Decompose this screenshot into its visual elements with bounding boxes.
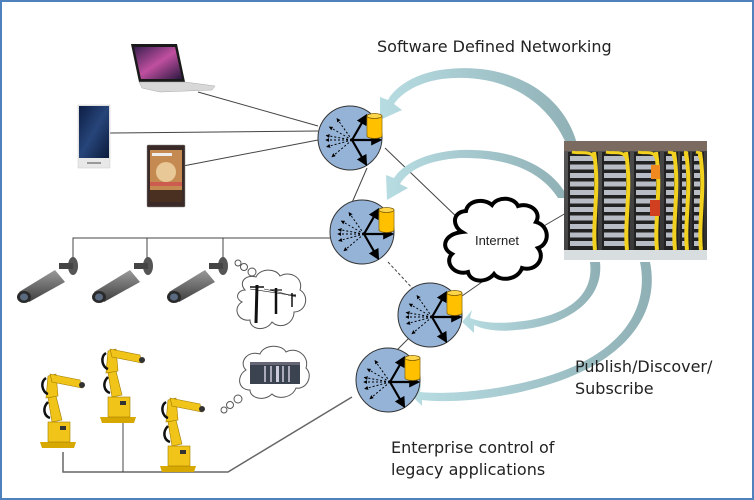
link-switch2-switch3 [387,261,415,291]
internet-cloud[interactable]: Internet [443,196,549,283]
link-tablet-switch1 [182,139,319,167]
publish-label-line-1: Publish/Discover/ [575,357,713,376]
flow-arrow [369,381,391,400]
flow-arrow [416,295,433,318]
flow-arrow [340,220,365,235]
flow-arrow [363,376,391,383]
flow-arrow [331,139,353,158]
storage-cylinder-icon [366,113,383,139]
publish-discover-label: Publish/Discover/ Subscribe [575,356,712,400]
flow-arrow [406,316,433,325]
industrial-robot-2-icon [100,348,145,423]
sdn-switch-4[interactable] [355,347,421,413]
flow-arrow [336,118,353,141]
link-switch1-internet [384,147,463,223]
server-rack [568,150,599,251]
storage-cylinder-icon [446,290,463,316]
sdn-control-arrows [380,68,652,406]
industrial-robot-1-icon [40,373,85,448]
tablet-icon [146,144,186,208]
forward-arrow [431,290,448,318]
flow-arrow [338,233,365,242]
security-camera-1-icon [17,257,78,303]
equipment-cart [650,200,660,216]
industrial-robot-3-icon [160,397,205,472]
camera-bus [72,237,330,262]
sdn-switch-3[interactable] [397,282,463,348]
sdn-switch-2[interactable] [329,199,395,265]
cable-bundle [651,165,660,179]
publish-label-line-2: Subscribe [575,379,654,398]
flow-arrow [408,303,433,318]
link-switch1-switch2 [350,167,368,206]
enterprise-control-label: Enterprise control of legacy application… [391,437,554,481]
forward-arrow [351,113,368,141]
sdn-switch-1[interactable] [317,105,383,171]
flow-arrow [411,316,433,335]
flow-arrow [405,311,433,318]
server-rack [692,150,705,251]
control-arrow-1 [380,68,578,148]
flow-arrow [326,139,353,148]
flow-arrow [364,381,391,390]
internet-label: Internet [475,233,519,248]
server-rack [602,150,631,251]
flow-arrow [337,228,365,235]
control-arrow-3 [462,262,601,333]
security-camera-2-icon [92,257,153,303]
flow-arrow [343,233,365,252]
thought-bubble-power-lines [234,259,307,329]
datacenter-icon [564,141,707,260]
forward-arrow [363,207,380,235]
flow-arrow [374,360,391,383]
server-rack [680,150,691,251]
link-phone-switch1 [109,130,319,134]
smartphone-icon [77,104,111,169]
industrial-robots [40,348,205,472]
power-lines-icon [249,284,297,324]
security-camera-3-icon [167,257,228,303]
storage-cylinder-icon [378,207,395,233]
sdn-switches [317,105,463,413]
diagram-title: Software Defined Networking [377,37,612,56]
robot-bus [62,396,353,473]
forward-arrow [431,316,448,344]
internet-cloud-shape [443,196,549,283]
enterprise-label-line-2: legacy applications [391,460,546,479]
thought-bubble-plc [220,345,310,414]
enterprise-label-line-1: Enterprise control of [391,438,555,457]
forward-arrow [389,355,406,383]
flow-arrow [325,134,353,141]
security-cameras [17,257,228,303]
plc-controller-icon [250,362,300,384]
forward-arrow [351,139,368,167]
control-arrow-2 [386,149,568,200]
storage-cylinder-icon [404,355,421,381]
forward-arrow [363,233,380,261]
flow-arrow [366,368,391,383]
server-rack [664,150,679,251]
laptop-icon [131,44,216,93]
link-laptop-switch1 [197,91,319,127]
flow-arrow [328,126,353,141]
flow-arrow [348,212,365,235]
forward-arrow [389,381,406,409]
